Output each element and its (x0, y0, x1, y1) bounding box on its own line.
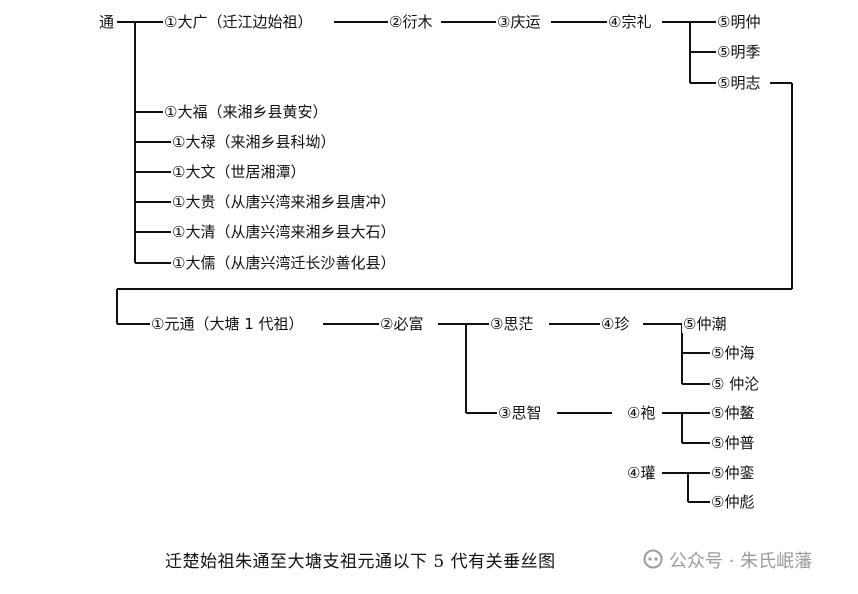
node-dawen: ①大文（世居湘潭） (171, 163, 307, 181)
node-pao: ④袍 (626, 404, 657, 422)
node-zhonghai: ⑤仲海 (710, 344, 756, 362)
node-dakuang: ①大广（迁江边始祖） (163, 13, 314, 31)
node-daru: ①大儒（从唐兴湾迁长沙善化县） (171, 254, 397, 272)
node-bifu: ②必富 (379, 315, 425, 333)
wechat-official-account-icon (643, 549, 669, 575)
node-dagui: ①大贵（从唐兴湾来湘乡县唐冲） (171, 193, 397, 211)
node-mingzhi: ⑤明志 (716, 74, 762, 92)
figure-caption: 迁楚始祖朱通至大塘支祖元通以下 5 代有关垂丝图 (165, 552, 556, 572)
node-zhongluan: ⑤仲銮 (710, 464, 756, 482)
node-yuantong: ①元通（大塘 1 代祖） (150, 315, 305, 333)
node-zhonglun: ⑤ 仲沦 (710, 375, 761, 393)
node-zongli: ④宗礼 (607, 13, 653, 31)
watermark: 公众号 · 朱氏岷藩 (643, 549, 812, 575)
node-zhongao: ⑤仲鳌 (710, 404, 756, 422)
node-dalu: ①大禄（来湘乡县科坳） (171, 133, 337, 151)
node-mingzhong: ⑤明仲 (716, 13, 762, 31)
node-zhongbiao: ⑤仲彪 (710, 493, 756, 511)
node-sirong: ③思茫 (489, 315, 535, 333)
node-dafu: ①大福（来湘乡县黄安） (163, 103, 329, 121)
node-daqing: ①大清（从唐兴湾来湘乡县大石） (171, 223, 397, 241)
node-sizhi: ③思智 (497, 404, 543, 422)
node-mingji: ⑤明季 (716, 43, 762, 61)
root-node-tong: 通 (98, 13, 116, 31)
node-zhongpu: ⑤仲普 (710, 434, 756, 452)
node-qingyun: ③庆运 (496, 13, 542, 31)
node-yanmu: ②衍木 (388, 13, 434, 31)
watermark-text: 公众号 · 朱氏岷藩 (669, 551, 813, 572)
node-guan: ④瓘 (626, 464, 657, 482)
node-zhongchao: ⑤仲潮 (682, 315, 728, 333)
node-zhen: ④珍 (600, 315, 631, 333)
